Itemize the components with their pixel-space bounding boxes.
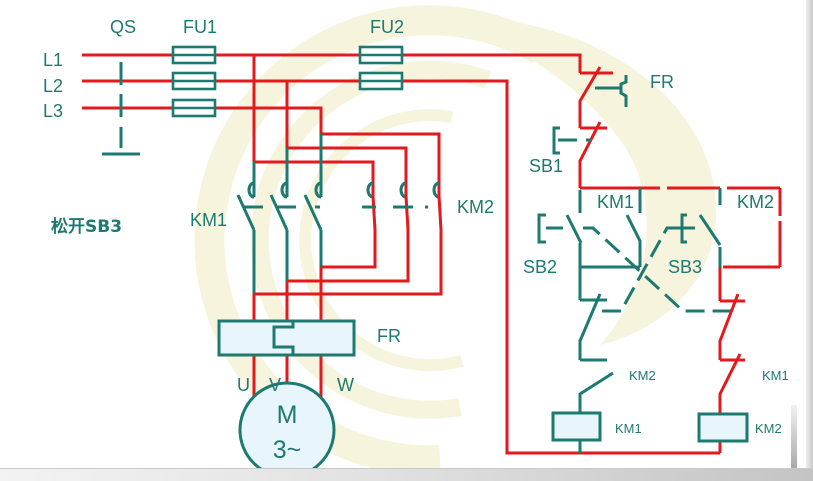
fr-overload-relay <box>217 319 356 357</box>
km1-fixed-contacts <box>247 181 322 199</box>
label-fu1: FU1 <box>183 17 217 37</box>
label-sb1: SB1 <box>529 156 563 176</box>
sb3-start-reverse-button <box>594 188 722 313</box>
wire-l3 <box>82 106 323 134</box>
wire-l2-branch <box>285 81 408 197</box>
qs-switch <box>102 62 140 156</box>
wire-l1-branch <box>252 55 375 197</box>
reverse-branch <box>697 267 749 453</box>
km1-upper-wires <box>252 134 323 197</box>
label-qs: QS <box>110 17 136 37</box>
km2-main-contacts <box>254 181 443 296</box>
km2-nc-interlock-blade <box>579 371 614 396</box>
sb3-no-blade <box>698 214 722 246</box>
km1-blades <box>236 194 323 231</box>
thermal-element-icon <box>272 321 295 355</box>
label-fr-main: FR <box>377 326 401 346</box>
label-km2-coil: KM2 <box>755 421 782 436</box>
sb2-no-blade <box>565 214 583 244</box>
swoosh-right-lobe <box>440 17 717 346</box>
fr-nc-blade <box>578 66 602 102</box>
slide-border-right <box>806 0 813 481</box>
motor-phase: 3~ <box>273 436 302 464</box>
label-km2-interlock: KM2 <box>629 368 656 383</box>
sb1-stop-button <box>552 121 607 188</box>
swoosh-arc-inner <box>299 109 464 372</box>
motor-symbol: M <box>277 401 298 429</box>
sb3-linkage <box>594 226 680 313</box>
label-terminal-w: W <box>337 375 354 395</box>
km1-holding-contact <box>625 188 642 267</box>
label-km2-main: KM2 <box>457 197 494 217</box>
fr-nc-contact <box>578 66 628 128</box>
control-circuit: FR SB1 KM1 KM2 SB2 SB3 KM2 KM1 KM1 KM2 <box>523 66 789 453</box>
wire-l2 <box>82 79 720 455</box>
label-l1: L1 <box>43 50 63 70</box>
label-km1-coil: KM1 <box>615 421 642 436</box>
wire-l1 <box>82 53 582 73</box>
label-terminal-v: V <box>269 375 281 395</box>
sb2-linkage <box>583 226 733 313</box>
label-km1-holding: KM1 <box>597 192 634 212</box>
main-circuit: M 3~ QS FU1 FU2 L1 L2 L3 KM1 KM2 FR U V … <box>43 17 720 479</box>
thermal-actuator-icon <box>595 75 628 107</box>
wires-to-overload <box>252 267 323 321</box>
km1-main-contacts <box>236 134 323 294</box>
push-button-icon <box>680 213 695 244</box>
slide-border-bottom <box>0 468 813 481</box>
km1-no-blade <box>625 214 642 242</box>
state-caption: 松开SB3 <box>51 216 122 237</box>
km1-lower-wires <box>252 230 323 294</box>
label-sb2: SB2 <box>523 257 557 277</box>
wire-l3-branch <box>321 132 441 197</box>
push-button-icon <box>537 213 563 244</box>
label-terminal-u: U <box>237 375 250 395</box>
km2-blades <box>371 195 443 231</box>
motor: M 3~ <box>238 381 336 479</box>
sb3-nc-blade <box>578 293 602 342</box>
label-km1-main: KM1 <box>190 210 227 230</box>
label-fu2: FU2 <box>370 17 404 37</box>
sb2-start-forward-button <box>537 190 733 313</box>
sb2-nc-blade <box>718 293 740 342</box>
km2-coil-icon <box>697 412 749 443</box>
label-l2: L2 <box>43 76 63 96</box>
km1-coil-icon <box>551 411 602 442</box>
slide-shadow <box>791 405 797 481</box>
label-l3: L3 <box>43 101 63 121</box>
wire-forward-join <box>578 243 640 300</box>
km2-fixed-contacts <box>366 181 440 199</box>
km2-crossover-wires <box>254 229 443 296</box>
fu1-fuses <box>171 45 217 118</box>
label-km2-holding: KM2 <box>737 192 774 212</box>
forward-branch <box>551 293 614 453</box>
km1-nc-interlock-blade <box>718 353 742 395</box>
label-sb3: SB3 <box>668 257 702 277</box>
push-button-icon <box>552 126 592 155</box>
label-km1-interlock: KM1 <box>762 368 789 383</box>
label-fr-contact: FR <box>650 72 674 92</box>
fu2-fuses <box>358 45 404 91</box>
km2-holding-contact <box>723 188 782 269</box>
